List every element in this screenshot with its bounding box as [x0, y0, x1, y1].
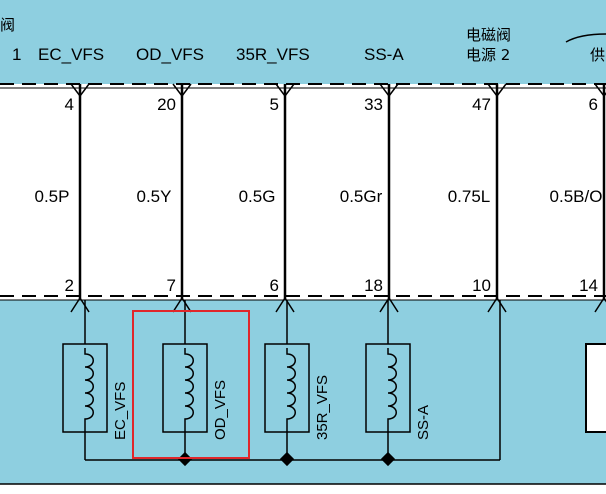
top-pin-chevron — [275, 83, 295, 98]
wire: 33 0.5Gr 18 — [340, 83, 399, 313]
header-right-partial: 供 — [590, 46, 605, 64]
header-signal-ec-vfs: EC_VFS — [38, 45, 104, 64]
bottom-strip — [0, 484, 606, 494]
inductor-symbol — [184, 348, 194, 432]
top-harness-band — [0, 0, 606, 84]
bottom-pin-chevron — [275, 296, 295, 313]
top-pin-number: 5 — [270, 95, 279, 114]
header-labels: 阀 1 EC_VFS OD_VFS 35R_VFS SS-A 电磁阀 电源 2 … — [0, 16, 605, 64]
header-signal-ss-a: SS-A — [364, 45, 404, 64]
wire: 20 0.5Y 7 — [137, 83, 192, 313]
bottom-pin-number: 7 — [167, 276, 176, 295]
junction-dot — [380, 451, 396, 467]
wires: 4 0.5P 2 20 0.5Y 7 5 0.5G 6 33 0.5Gr 18 47 0.75L 10 6 0.… — [35, 83, 606, 313]
top-pin-chevron — [487, 83, 507, 98]
bottom-pin-number: 14 — [579, 276, 598, 295]
bottom-pin-chevron — [172, 296, 192, 313]
header-left-partial-bottom: 1 — [12, 45, 21, 64]
bottom-pin-chevron — [70, 296, 90, 313]
bottom-pin-number: 18 — [364, 276, 383, 295]
wire-color-code: 0.5G — [239, 187, 276, 206]
harness-curve — [565, 33, 606, 43]
solenoid-coil: EC_VFS — [62, 300, 129, 460]
header-solenoid-power-line2: 电源 2 — [466, 46, 510, 64]
wire: 6 0.5B/O 14 — [550, 83, 606, 313]
solenoid-coil: SS-A — [365, 300, 432, 460]
module-block — [0, 300, 606, 484]
right-component-box — [585, 343, 606, 433]
inductor-symbol — [84, 348, 94, 432]
wire-color-code: 0.5B/O — [550, 187, 603, 206]
top-pin-chevron — [594, 83, 606, 98]
junction-dot — [279, 451, 295, 467]
header-signal-od-vfs: OD_VFS — [136, 45, 204, 64]
inductor-symbol — [387, 348, 397, 432]
bottom-pin-number: 6 — [270, 276, 279, 295]
coil-label: EC_VFS — [112, 382, 129, 440]
header-solenoid-power-line1: 电磁阀 — [466, 26, 511, 44]
wire-color-code: 0.5Y — [137, 187, 172, 206]
wire-area — [0, 84, 606, 300]
top-pin-number: 4 — [65, 95, 74, 114]
od-vfs-highlight — [132, 310, 250, 459]
coil-label: OD_VFS — [212, 380, 229, 440]
wire-color-code: 0.75L — [448, 187, 491, 206]
inductor-symbol — [286, 348, 296, 432]
wire-color-code: 0.5P — [35, 187, 70, 206]
top-pin-number: 47 — [472, 95, 491, 114]
top-pin-number: 20 — [157, 95, 176, 114]
bottom-pin-number: 2 — [65, 276, 74, 295]
bottom-pin-chevron — [379, 296, 399, 313]
header-left-partial-top: 阀 — [0, 16, 15, 34]
coils: EC_VFS OD_VFS 35R_VFS SS-A — [62, 300, 432, 460]
bottom-pin-number: 10 — [472, 276, 491, 295]
coil-label: 35R_VFS — [314, 375, 331, 440]
bottom-pin-chevron — [594, 296, 606, 313]
wire: 4 0.5P 2 — [35, 83, 90, 313]
top-pin-number: 6 — [589, 95, 598, 114]
coil-label: SS-A — [415, 405, 432, 440]
top-pin-chevron — [70, 83, 90, 98]
top-pin-number: 33 — [364, 95, 383, 114]
wire: 5 0.5G 6 — [239, 83, 295, 313]
top-pin-chevron — [172, 83, 192, 98]
top-pin-chevron — [379, 83, 399, 98]
bottom-pin-chevron — [487, 296, 507, 313]
wire-color-code: 0.5Gr — [340, 187, 383, 206]
solenoid-coil: OD_VFS — [162, 300, 229, 460]
wire: 47 0.75L 10 — [448, 83, 507, 313]
header-signal-35r-vfs: 35R_VFS — [236, 45, 310, 64]
